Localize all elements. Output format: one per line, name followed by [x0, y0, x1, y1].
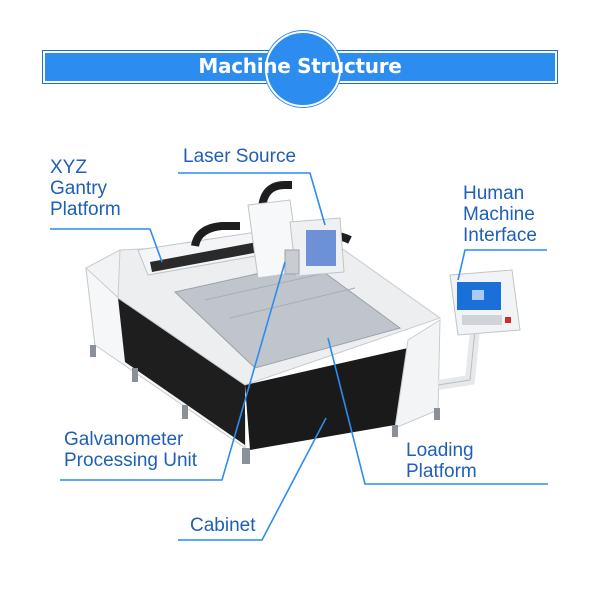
hmi-arm	[437, 329, 480, 390]
machine-foot	[132, 368, 138, 382]
cabinet-front-panel	[245, 348, 408, 450]
label-laser-source: Laser Source	[183, 146, 297, 167]
leader-laser-source	[178, 172, 326, 226]
galvanometer-head	[284, 249, 300, 275]
title-banner-emblem	[265, 31, 341, 107]
machine-foot	[182, 405, 188, 419]
hmi-arm-outline	[437, 329, 476, 386]
leader-loading-platform	[327, 337, 548, 485]
label-hmi: Human Machine Interface	[463, 183, 537, 246]
machine-foot	[392, 425, 398, 437]
machine-foot	[90, 345, 96, 357]
label-cabinet: Cabinet	[190, 515, 256, 536]
machine-handle	[191, 222, 240, 247]
laser-source-module	[306, 230, 336, 266]
platform-grid	[229, 287, 356, 319]
leader-hmi	[457, 249, 547, 281]
label-loading-platform: Loading Platform	[406, 440, 477, 482]
machine-foot	[434, 408, 440, 420]
leader-galvanometer	[60, 261, 286, 481]
leader-xyz-gantry	[50, 228, 163, 263]
gantry-rail-dark	[150, 240, 270, 272]
platform-grid	[204, 271, 331, 301]
machine-foot	[242, 448, 250, 464]
hmi-screen-logo	[472, 290, 484, 300]
cabinet-panel	[118, 298, 245, 445]
page-title: Machine Structure	[198, 54, 402, 78]
label-xyz-gantry: XYZ Gantry Platform	[50, 157, 121, 220]
hmi-button-red	[505, 317, 511, 323]
leader-cabinet	[178, 417, 327, 541]
label-galvanometer: Galvanometer Processing Unit	[64, 429, 198, 471]
hmi-keypad	[462, 315, 502, 325]
